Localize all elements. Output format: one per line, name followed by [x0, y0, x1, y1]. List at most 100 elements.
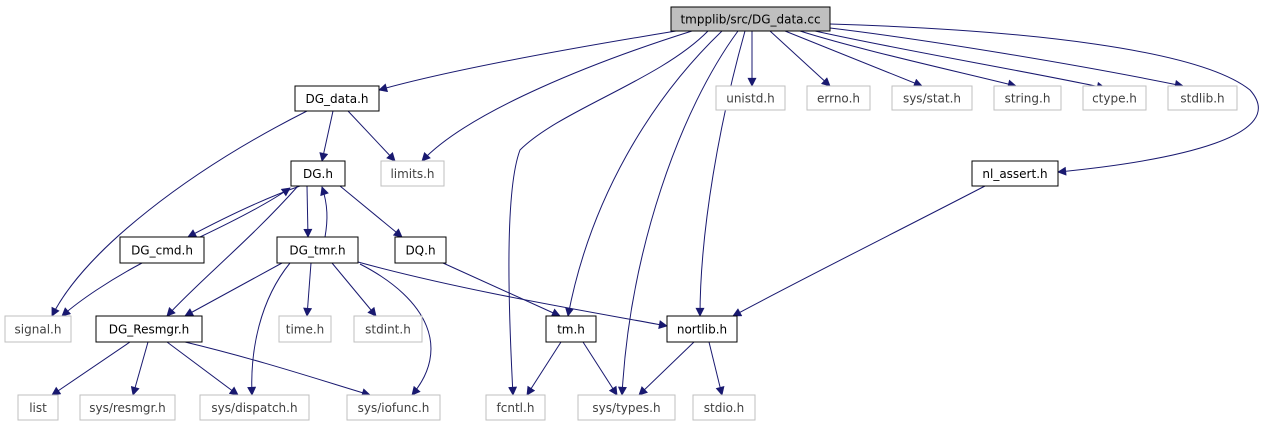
edge-dg-tmr-h-to-dg-h: [320, 186, 329, 238]
node-label: DG_Resmgr.h: [109, 323, 190, 337]
node-box: [17, 394, 59, 421]
node-box: [1082, 85, 1147, 111]
node-label: sys/stat.h: [903, 92, 961, 106]
edge-nortlib-h-to-sys-types-h: [638, 341, 695, 396]
node-label: stdlib.h: [1180, 92, 1224, 106]
edge-dg-tmr-h-to-sys-iofunc-h: [359, 263, 432, 396]
node-label: DG_cmd.h: [131, 244, 193, 258]
node-label: time.h: [286, 323, 325, 337]
edge-root-to-limits-h: [421, 30, 693, 162]
node-limits-h: limits.h: [380, 160, 445, 187]
edge-dg-resmgr-h-to-sys-resmgr-h: [130, 341, 149, 396]
node-box: [891, 85, 973, 111]
edge-dq-h-to-tm-h: [442, 262, 561, 317]
edge-dg-resmgr-h-to-sys-dispatch-h: [166, 341, 239, 396]
edge-root-to-tm-h: [565, 30, 723, 317]
node-stdint-h: stdint.h: [353, 315, 423, 343]
node-box: [715, 85, 786, 111]
node-sys-dispatch-h: sys/dispatch.h: [199, 394, 310, 421]
edge-dg-h-to-dq-h: [339, 185, 403, 238]
edge-root-to-nl-assert-h: [829, 23, 1259, 176]
node-label: DQ.h: [405, 244, 435, 258]
edge-dg-resmgr-h-to-list: [51, 341, 131, 396]
node-label: fcntl.h: [497, 401, 535, 415]
node-label: unistd.h: [726, 92, 775, 106]
node-label: sys/dispatch.h: [211, 401, 297, 415]
node-box: [670, 6, 831, 32]
node-label: signal.h: [15, 323, 62, 337]
edge-dg-tmr-h-to-stdint-h: [331, 262, 377, 317]
edge-root-to-fcntl-h: [508, 30, 709, 396]
node-box: [278, 315, 332, 343]
node-dq-h[interactable]: DQ.h: [394, 236, 447, 264]
node-fcntl-h: fcntl.h: [485, 394, 546, 421]
edge-root-to-sys-stat-h: [784, 30, 923, 88]
edge-dg-tmr-h-to-time-h: [303, 262, 313, 317]
node-dg-resmgr-h[interactable]: DG_Resmgr.h: [95, 315, 203, 343]
node-box: [4, 315, 72, 343]
node-box: [346, 394, 441, 421]
node-label: tm.h: [557, 323, 585, 337]
node-label: nl_assert.h: [982, 167, 1047, 181]
node-sys-resmgr-h: sys/resmgr.h: [79, 394, 176, 421]
edge-dg-tmr-h-to-sys-dispatch-h: [247, 262, 291, 396]
edge-root-to-ctype-h: [814, 30, 1106, 91]
edge-dg-resmgr-h-to-sys-iofunc-h: [184, 341, 371, 397]
edge-root-to-stdlib-h: [829, 27, 1184, 89]
node-nl-assert-h[interactable]: nl_assert.h: [971, 160, 1059, 187]
node-box: [666, 315, 738, 343]
node-label: stdint.h: [365, 323, 411, 337]
edge-dg-data-h-to-signal-h: [51, 110, 308, 317]
node-box: [294, 85, 380, 112]
node-box: [119, 236, 205, 264]
node-unistd-h: unistd.h: [715, 85, 786, 111]
node-box: [971, 160, 1059, 187]
edge-tm-h-to-fcntl-h: [526, 341, 562, 396]
node-list: list: [17, 394, 59, 421]
edge-tm-h-to-sys-types-h: [582, 341, 618, 396]
edge-root-to-nortlib-h: [695, 30, 746, 317]
node-dg-cmd-h[interactable]: DG_cmd.h: [119, 236, 205, 264]
edge-dg-data-h-to-limits-h: [347, 110, 396, 162]
node-sys-types-h: sys/types.h: [577, 394, 676, 421]
node-tm-h[interactable]: tm.h: [545, 315, 597, 343]
edge-dg-data-h-to-dg-h: [319, 110, 334, 162]
node-dg-tmr-h[interactable]: DG_tmr.h: [276, 236, 359, 264]
node-label: list: [29, 401, 47, 415]
node-box: [577, 394, 676, 421]
edge-root-to-string-h: [799, 30, 1017, 89]
node-sys-stat-h: sys/stat.h: [891, 85, 973, 111]
node-label: DG_tmr.h: [289, 244, 345, 258]
node-dg-data-h[interactable]: DG_data.h: [294, 85, 380, 112]
node-root[interactable]: tmpplib/src/DG_data.cc: [670, 6, 831, 32]
edge-root-to-sys-types-h: [617, 30, 739, 396]
node-box: [1167, 85, 1238, 111]
node-label: string.h: [1005, 92, 1051, 106]
node-string-h: string.h: [993, 85, 1062, 111]
node-sys-iofunc-h: sys/iofunc.h: [346, 394, 441, 421]
node-box: [290, 160, 346, 187]
node-box: [394, 236, 447, 264]
edge-nortlib-h-to-stdio-h: [708, 341, 725, 396]
edge-dg-cmd-h-to-dg-h: [199, 187, 291, 238]
edge-root-to-dg-data-h: [378, 30, 677, 93]
node-nortlib-h[interactable]: nortlib.h: [666, 315, 738, 343]
node-box: [199, 394, 310, 421]
node-box: [993, 85, 1062, 111]
node-label: ctype.h: [1092, 92, 1137, 106]
node-box: [276, 236, 359, 264]
node-label: DG_data.h: [306, 92, 369, 106]
node-box: [692, 394, 756, 421]
node-box: [485, 394, 546, 421]
node-label: sys/iofunc.h: [358, 401, 430, 415]
node-box: [95, 315, 203, 343]
node-stdio-h: stdio.h: [692, 394, 756, 421]
node-dg-h[interactable]: DG.h: [290, 160, 346, 187]
edge-dg-cmd-h-to-signal-h: [61, 262, 143, 317]
node-label: limits.h: [390, 167, 434, 181]
node-box: [79, 394, 176, 421]
node-time-h: time.h: [278, 315, 332, 343]
edge-dg-h-to-dg-tmr-h: [303, 185, 313, 238]
node-errno-h: errno.h: [806, 85, 871, 111]
